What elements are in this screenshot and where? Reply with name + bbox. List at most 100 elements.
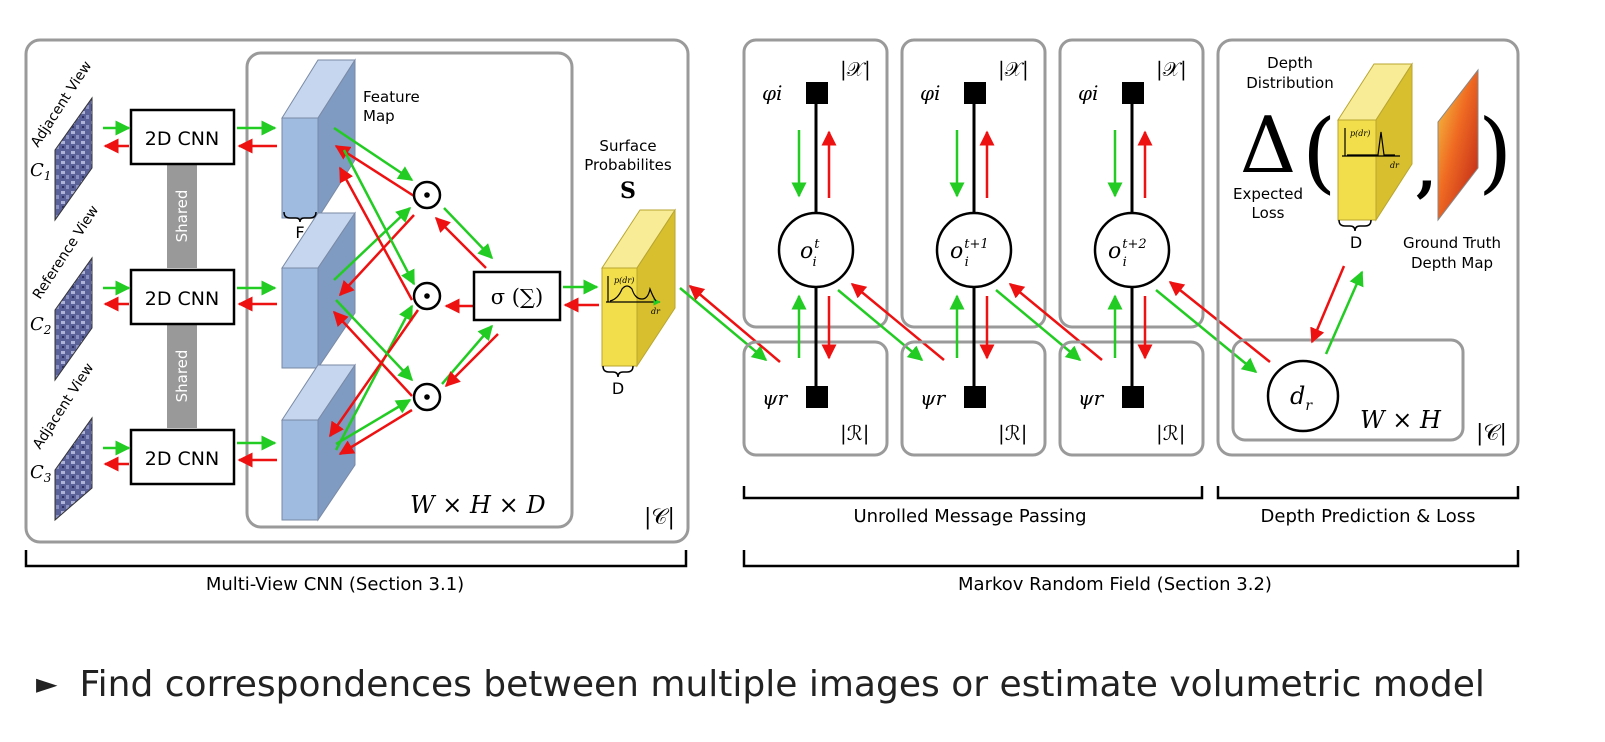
- comma: ,: [1416, 135, 1437, 205]
- occupancy-node-1: [777, 211, 855, 289]
- cnn-box-2: [129, 268, 236, 326]
- card-x-1: |𝒳|: [840, 57, 871, 82]
- mrf-column-2: [900, 38, 1047, 457]
- input-image-2: [54, 256, 93, 382]
- card-x-2: |𝒳|: [998, 57, 1029, 82]
- message-passing-bracket: [742, 486, 1204, 500]
- mrf-column-1: [742, 38, 889, 457]
- odot-dot-3: [424, 394, 430, 400]
- unary-factor-1: [806, 82, 828, 104]
- shared-bar-1: [167, 164, 197, 268]
- shared-label-1: Shared: [173, 190, 191, 243]
- depth-dist-label-1: Depth: [1267, 54, 1313, 72]
- depth-node-arrows: [1310, 265, 1364, 355]
- volume-dims: W × H × D: [410, 491, 546, 519]
- psi-label-2: ψr: [920, 386, 947, 410]
- input-image-3: [54, 416, 93, 522]
- surface-volume: [601, 208, 676, 368]
- surface-plot: [606, 276, 661, 306]
- pairwise-factor-1: [806, 386, 828, 408]
- feature-odot-arrows: [328, 126, 420, 456]
- shared-label-2: Shared: [173, 350, 191, 403]
- pairwise-factor-2: [964, 386, 986, 408]
- depth-dim-brace: [1338, 219, 1372, 232]
- ground-truth-label-1: Ground Truth: [1403, 234, 1501, 252]
- surface-plot-xlabel: dr: [651, 307, 661, 316]
- psi-label-1: ψr: [762, 386, 789, 410]
- occupancy-node-3: [1093, 211, 1171, 289]
- feature-map-label-2: Map: [363, 107, 395, 125]
- depth-node-label: dr: [1290, 382, 1313, 414]
- markov-bracket: [742, 550, 1520, 568]
- camera-label-1: C1: [30, 160, 51, 183]
- cnn-box-1: [129, 108, 236, 166]
- expected-loss-label-2: Loss: [1252, 204, 1285, 222]
- depth-panel: [1216, 38, 1520, 457]
- depth-dist-plot: [1342, 128, 1400, 157]
- sigma-sum-box: [472, 270, 562, 322]
- input-image-1: [54, 96, 93, 222]
- depth-prediction-label: Depth Prediction & Loss: [1261, 506, 1476, 527]
- cnn-label-1: 2D CNN: [145, 128, 219, 150]
- unary-factor-2: [964, 82, 986, 104]
- cnn-label-2: 2D CNN: [145, 288, 219, 310]
- feature-volume-panel: [245, 51, 574, 529]
- phi-label-2: φi: [920, 81, 940, 105]
- odot-dot-2: [424, 293, 430, 299]
- depth-prediction-bracket: [1216, 486, 1520, 500]
- feature-map-1: [281, 58, 356, 220]
- depth-dist-label-2: Distribution: [1246, 74, 1334, 92]
- depth-cardinality: |𝒞|: [1476, 421, 1507, 446]
- surface-depth-brace: [602, 365, 634, 378]
- phi-label-3: φi: [1078, 81, 1098, 105]
- depth-dim-label: D: [1350, 233, 1362, 252]
- expected-loss-label-1: Expected: [1233, 185, 1303, 203]
- caption-text: Find correspondences between multiple im…: [79, 664, 1485, 705]
- ground-truth-depth-map: [1437, 68, 1479, 222]
- odot-dot-1: [424, 192, 430, 198]
- pairwise-factor-3: [1122, 386, 1144, 408]
- mrf-column-3: [1058, 38, 1205, 457]
- psi-label-3: ψr: [1078, 386, 1105, 410]
- feature-map-label-1: Feature: [363, 88, 420, 106]
- phi-label-1: φi: [762, 81, 782, 105]
- multiview-bracket-label: Multi-View CNN (Section 3.1): [206, 574, 464, 595]
- feature-map-3: [281, 363, 356, 522]
- card-x-3: |𝒳|: [1156, 57, 1187, 82]
- mrf-arrows-1-2: [837, 283, 945, 361]
- feature-dim-brace: [283, 211, 317, 223]
- mrf-depth-arrows: [1155, 281, 1271, 373]
- delta-symbol: Δ: [1240, 101, 1296, 191]
- message-passing-label: Unrolled Message Passing: [853, 506, 1086, 527]
- depth-inner-panel: [1231, 338, 1465, 442]
- sigma-surface-arrows: [563, 279, 599, 313]
- caption: ►Find correspondences between multiple i…: [36, 664, 1485, 705]
- cnn-box-3: [129, 428, 236, 486]
- close-paren: ): [1478, 100, 1512, 203]
- ground-truth-label-2: Depth Map: [1411, 254, 1493, 272]
- surface-symbol: S: [620, 178, 636, 204]
- depth-wh-label: W × H: [1360, 406, 1442, 434]
- camera-label-2: C2: [30, 314, 51, 337]
- odot-sigma-arrows: [434, 207, 499, 388]
- surface-mrf-arrows: [679, 285, 781, 363]
- surface-depth-label: D: [612, 379, 624, 398]
- depth-plot-ylabel: p(dr): [1350, 129, 1370, 138]
- occupancy-node-2: [935, 211, 1013, 289]
- surface-label-2: Probabilites: [584, 156, 672, 174]
- feature-map-2: [281, 211, 356, 370]
- card-r-1: |ℛ|: [840, 421, 869, 446]
- multiview-panel: [24, 38, 690, 544]
- depth-node: [1266, 359, 1340, 433]
- feature-dim-label: F: [295, 223, 304, 242]
- mrf-arrows-2-3: [995, 283, 1103, 361]
- unary-factor-3: [1122, 82, 1144, 104]
- depth-dist-volume: [1337, 62, 1413, 222]
- camera-label-3: C3: [30, 462, 52, 485]
- surface-label-1: Surface: [599, 137, 656, 155]
- open-paren: (: [1302, 100, 1336, 203]
